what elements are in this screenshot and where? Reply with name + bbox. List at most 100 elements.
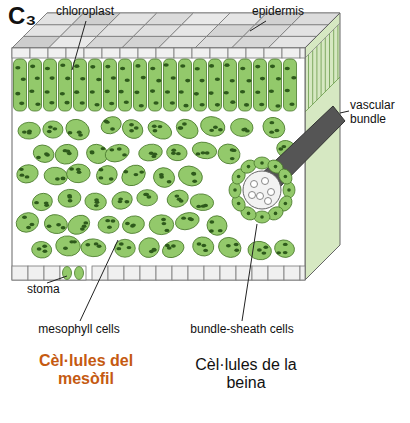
chloroplast-dot: [118, 197, 123, 200]
chloroplast-dot: [201, 204, 206, 207]
chloroplast-dot: [35, 102, 40, 106]
palisade-cell: [239, 59, 252, 111]
epidermis-cell: [156, 266, 172, 280]
bundle-sheath-cell: [254, 157, 270, 169]
palisade-cell: [254, 59, 267, 111]
epidermis-cell: [124, 266, 140, 280]
mesophyll-cell: [216, 141, 243, 166]
chloroplast-dot: [291, 76, 296, 80]
palisade-cell: [59, 59, 72, 111]
label-chloroplast: chloroplast: [56, 5, 146, 19]
chloroplast-dot: [230, 79, 235, 83]
mesophyll-cell: [165, 187, 191, 209]
chloroplast-dot: [234, 248, 239, 251]
mesophyll-cell: [94, 163, 120, 188]
bundle-sheath-cell: [229, 182, 241, 198]
chloroplast-dot: [234, 243, 239, 246]
chloroplast-dot: [119, 90, 124, 94]
chloroplast-dot: [260, 77, 265, 81]
chloroplast-dot: [199, 79, 204, 83]
chloroplast-dot: [226, 244, 231, 247]
xylem-vessel: [251, 181, 258, 188]
mesophyll-cell: [43, 213, 69, 236]
chloroplast-dot: [269, 121, 274, 124]
chloroplast-dot: [43, 250, 48, 253]
chloroplast-dot: [196, 152, 201, 155]
mesophyll-cell: [103, 142, 131, 165]
chloroplast-dot: [284, 202, 288, 206]
mesophyll-cell: [191, 140, 218, 161]
leaf-front-face: [12, 48, 305, 280]
xylem-vessel: [262, 178, 269, 185]
label-vascular-bundle: vascular bundle: [350, 99, 406, 127]
mesophyll-cell: [14, 210, 42, 235]
translation-label: Cèl·lules de la beina: [186, 356, 306, 393]
chloroplast-dot: [159, 173, 164, 176]
chloroplast-dot: [134, 173, 139, 176]
chloroplast-dot: [177, 126, 182, 129]
chloroplast-dot: [270, 65, 275, 69]
chloroplast-dot: [218, 128, 223, 131]
chloroplast-dot: [105, 120, 110, 123]
chloroplast-dot: [167, 180, 172, 183]
chloroplast-dot: [285, 67, 290, 71]
mesophyll-cell: [166, 143, 188, 162]
epidermis-cell: [228, 48, 246, 58]
chloroplast-dot: [200, 103, 205, 107]
chloroplast-dot: [90, 90, 95, 94]
chloroplast-dot: [230, 100, 235, 104]
epidermis-cell: [192, 48, 210, 58]
chloroplast-dot: [120, 67, 125, 71]
chloroplast-dot: [61, 176, 66, 179]
chloroplast-dot: [65, 149, 70, 152]
chloroplast-dot: [259, 103, 264, 107]
mesophyll-cell: [66, 163, 91, 183]
chloroplast-dot: [22, 130, 27, 133]
chloroplast-dot: [34, 201, 39, 204]
chloroplast-dot: [276, 251, 281, 254]
bundle-sheath-cell: [283, 182, 295, 198]
epidermis-cell: [172, 266, 188, 280]
chloroplast-dot: [50, 76, 55, 80]
chloroplast-dot: [185, 79, 190, 83]
epidermis-cell: [140, 266, 156, 280]
chloroplast-dot: [47, 130, 52, 133]
chloroplast-dot: [90, 151, 95, 154]
epidermis-cell: [84, 48, 102, 58]
chloroplast-dot: [29, 89, 34, 93]
mesophyll-cell: [121, 214, 146, 236]
palisade-cell: [224, 59, 237, 111]
chloroplast-dot: [110, 127, 115, 130]
chloroplast-dot: [152, 153, 157, 156]
chloroplast-dot: [97, 244, 102, 247]
chloroplast-dot: [174, 194, 179, 197]
chloroplast-dot: [209, 220, 214, 223]
mesophyll-cell: [15, 162, 41, 185]
chloroplast-dot: [192, 180, 197, 183]
palisade-edge: [325, 38, 326, 92]
mesophyll-cell: [176, 163, 205, 189]
epidermis-cell: [204, 266, 220, 280]
chloroplast-dot: [149, 250, 154, 253]
chloroplast-dot: [171, 76, 176, 80]
chloroplast-dot: [269, 130, 274, 133]
palisade-cell: [194, 59, 207, 111]
layer-edge: [305, 77, 340, 112]
chloroplast-dot: [99, 168, 104, 171]
chloroplast-dot: [274, 212, 278, 216]
chloroplast-dot: [94, 204, 99, 207]
chloroplast-dot: [111, 219, 116, 222]
chloroplast-dot: [111, 76, 116, 80]
palisade-edge: [316, 46, 317, 100]
chloroplast-dot: [289, 102, 294, 106]
chloroplast-dot: [15, 66, 20, 70]
chloroplast-dot: [165, 229, 170, 232]
chloroplast-dot: [260, 215, 264, 219]
chloroplast-dot: [153, 101, 158, 105]
chloroplast-dot: [76, 168, 81, 171]
mesophyll-cell: [137, 189, 158, 206]
mesophyll-cell: [18, 122, 41, 140]
chloroplast-dot: [60, 63, 65, 67]
chloroplast-dot: [117, 147, 122, 150]
label-bundle-sheath: bundle-sheath cells: [186, 323, 298, 337]
